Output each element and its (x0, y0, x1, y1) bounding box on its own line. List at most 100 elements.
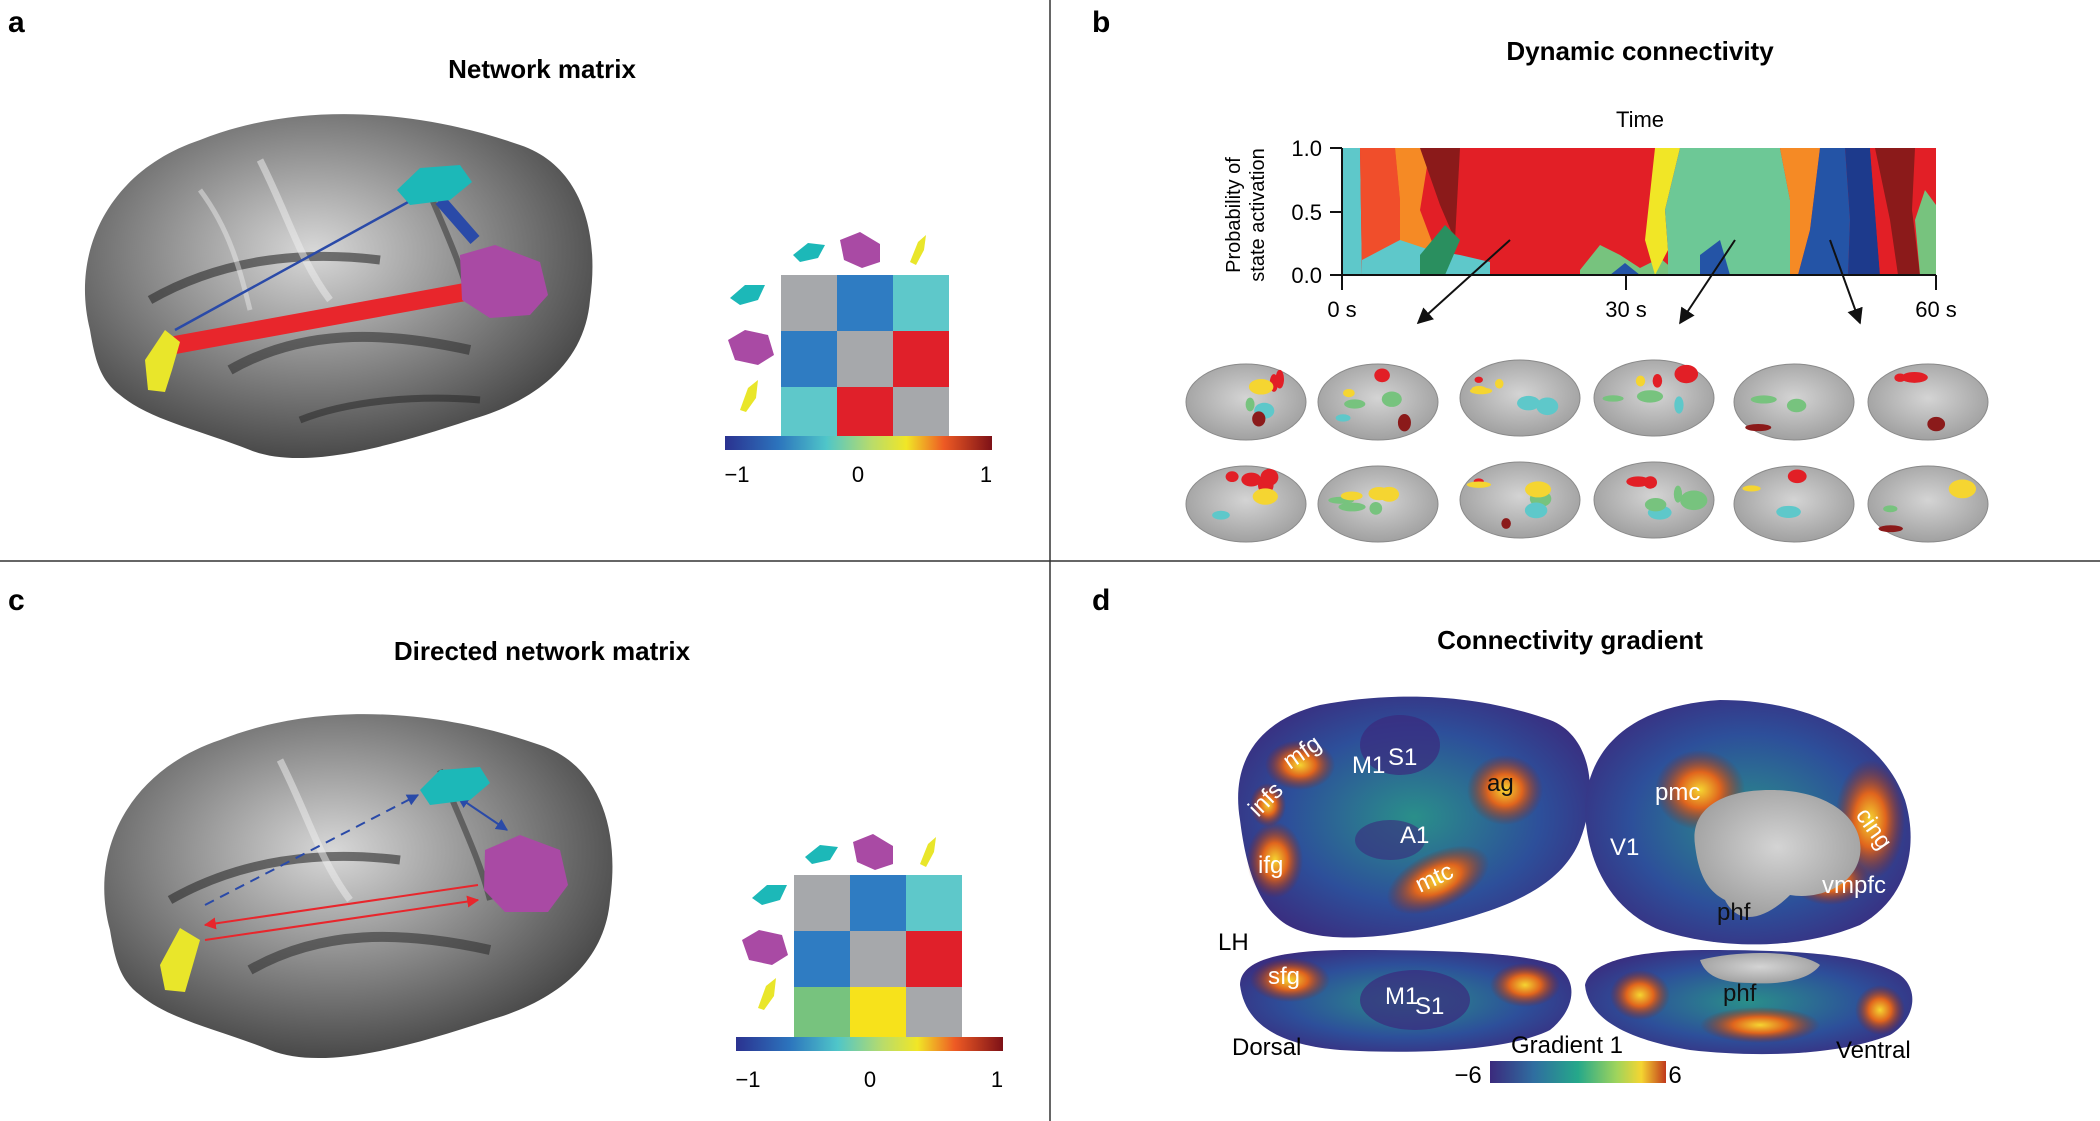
region-ag: ag (1487, 770, 1514, 797)
state-brain-8 (1317, 465, 1439, 543)
yellow-icon (910, 235, 926, 265)
cyan-icon (793, 243, 825, 262)
negative-edge-thin-a (174, 188, 431, 332)
panel-c: c Directed network matrix −1 0 1 (8, 584, 1003, 1092)
matrix-c-header-icons (742, 834, 936, 1010)
magenta-icon (853, 834, 893, 870)
region-s1-dorsal: S1 (1415, 993, 1444, 1020)
cyan-row-icon (752, 885, 787, 905)
matrix-cell-1-1 (837, 331, 893, 387)
yellow-node-a (145, 330, 180, 392)
state-brain-7 (1185, 465, 1307, 543)
colorbar-a-mid: 0 (852, 462, 864, 487)
ytick-0-5: 0.5 (1291, 200, 1322, 225)
panel-a-letter: a (8, 6, 25, 39)
matrix-cell-1-2 (893, 331, 949, 387)
matrix-a-header-icons (728, 232, 926, 412)
state-brain-2 (1317, 363, 1439, 441)
matrix-cell-1-1 (850, 931, 906, 987)
view-ventral: Ventral (1836, 1037, 1911, 1064)
matrix-cell-2-1 (850, 987, 906, 1043)
state-brain-9 (1459, 461, 1581, 539)
state-probability-area (1342, 148, 1936, 275)
matrix-cell-2-0 (794, 987, 850, 1043)
directed-edge-dashed-c (204, 794, 420, 906)
network-matrix-c (794, 875, 962, 1043)
magenta-icon (840, 232, 880, 268)
ylabel-line1: Probability of (1223, 157, 1245, 273)
gradient-dorsal-view (1240, 950, 1572, 1052)
panel-b-title: Dynamic connectivity (1506, 36, 1774, 66)
directed-edge-bidir-c (457, 796, 508, 831)
matrix-cell-2-2 (906, 987, 962, 1043)
yellow-row-icon (740, 380, 758, 412)
xtick-30s: 30 s (1605, 297, 1647, 322)
ytick-0-0: 0.0 (1291, 263, 1322, 288)
state-brain-3 (1459, 359, 1581, 437)
matrix-cell-0-1 (850, 875, 906, 931)
panel-a-title: Network matrix (448, 54, 636, 84)
panel-d-letter: d (1092, 584, 1110, 617)
magenta-row-icon (742, 930, 788, 965)
gradient-colorbar-title: Gradient 1 (1511, 1032, 1623, 1059)
brain-lateral-a (84, 114, 593, 459)
panel-c-letter: c (8, 584, 25, 617)
region-phf-ventral: phf (1723, 980, 1757, 1007)
yellow-row-icon (758, 978, 776, 1010)
region-ifg: ifg (1258, 852, 1283, 879)
matrix-cell-1-2 (906, 931, 962, 987)
xtick-0s: 0 s (1327, 297, 1356, 322)
panel-d: d Connectivity gradient mfg M1 S1 ag inf… (1092, 584, 1913, 1089)
colorbar-a (725, 436, 992, 450)
gradient-colorbar-min: −6 (1454, 1062, 1481, 1089)
colorbar-c-max: 1 (991, 1067, 1003, 1092)
colorbar-c-mid: 0 (864, 1067, 876, 1092)
matrix-cell-2-0 (781, 387, 837, 443)
region-m1: M1 (1352, 752, 1385, 779)
matrix-cell-0-1 (837, 275, 893, 331)
gradient-colorbar-max: 6 (1668, 1062, 1681, 1089)
matrix-cell-0-0 (781, 275, 837, 331)
state-brain-6 (1867, 363, 1989, 441)
region-s1: S1 (1388, 744, 1417, 771)
region-m1-dorsal: M1 (1385, 983, 1418, 1010)
matrix-cell-2-1 (837, 387, 893, 443)
state-brain-10 (1593, 461, 1715, 539)
matrix-cell-1-0 (781, 331, 837, 387)
yellow-node-c (160, 928, 200, 992)
region-a1: A1 (1400, 822, 1429, 849)
magenta-row-icon (728, 330, 774, 365)
region-vmpfc: vmpfc (1822, 872, 1886, 899)
gradient-medial-view (1585, 700, 1911, 945)
cyan-node-c (420, 767, 490, 805)
matrix-cell-0-0 (794, 875, 850, 931)
cyan-icon (805, 845, 838, 864)
gradient-lateral-view (1238, 696, 1590, 938)
panel-b: b Dynamic connectivity Time Probability … (1092, 6, 1989, 543)
colorbar-a-max: 1 (980, 462, 992, 487)
state-brain-12 (1867, 465, 1989, 543)
xtick-60s: 60 s (1915, 297, 1957, 322)
arrow-state-3 (1829, 239, 1863, 325)
matrix-cell-2-2 (893, 387, 949, 443)
state-brain-1 (1185, 363, 1307, 441)
arrow-state-1 (1416, 239, 1511, 325)
ylabel-line2: state activation (1247, 148, 1269, 281)
ytick-1-0: 1.0 (1291, 136, 1322, 161)
negative-edge-thick-a (435, 196, 480, 244)
matrix-cell-0-2 (893, 275, 949, 331)
cyan-row-icon (730, 285, 765, 305)
directed-edge-red-2-c (204, 895, 480, 941)
gradient-colorbar (1490, 1061, 1666, 1083)
yellow-icon (920, 837, 936, 867)
region-pmc: pmc (1655, 779, 1700, 806)
region-sfg: sfg (1268, 963, 1300, 990)
magenta-node-a (460, 245, 548, 318)
network-matrix-a (781, 275, 949, 443)
directed-edge-red-1-c (203, 884, 479, 930)
magenta-node-c (484, 835, 568, 912)
matrix-cell-1-0 (794, 931, 850, 987)
colorbar-c (736, 1037, 1003, 1051)
time-label: Time (1616, 107, 1664, 132)
